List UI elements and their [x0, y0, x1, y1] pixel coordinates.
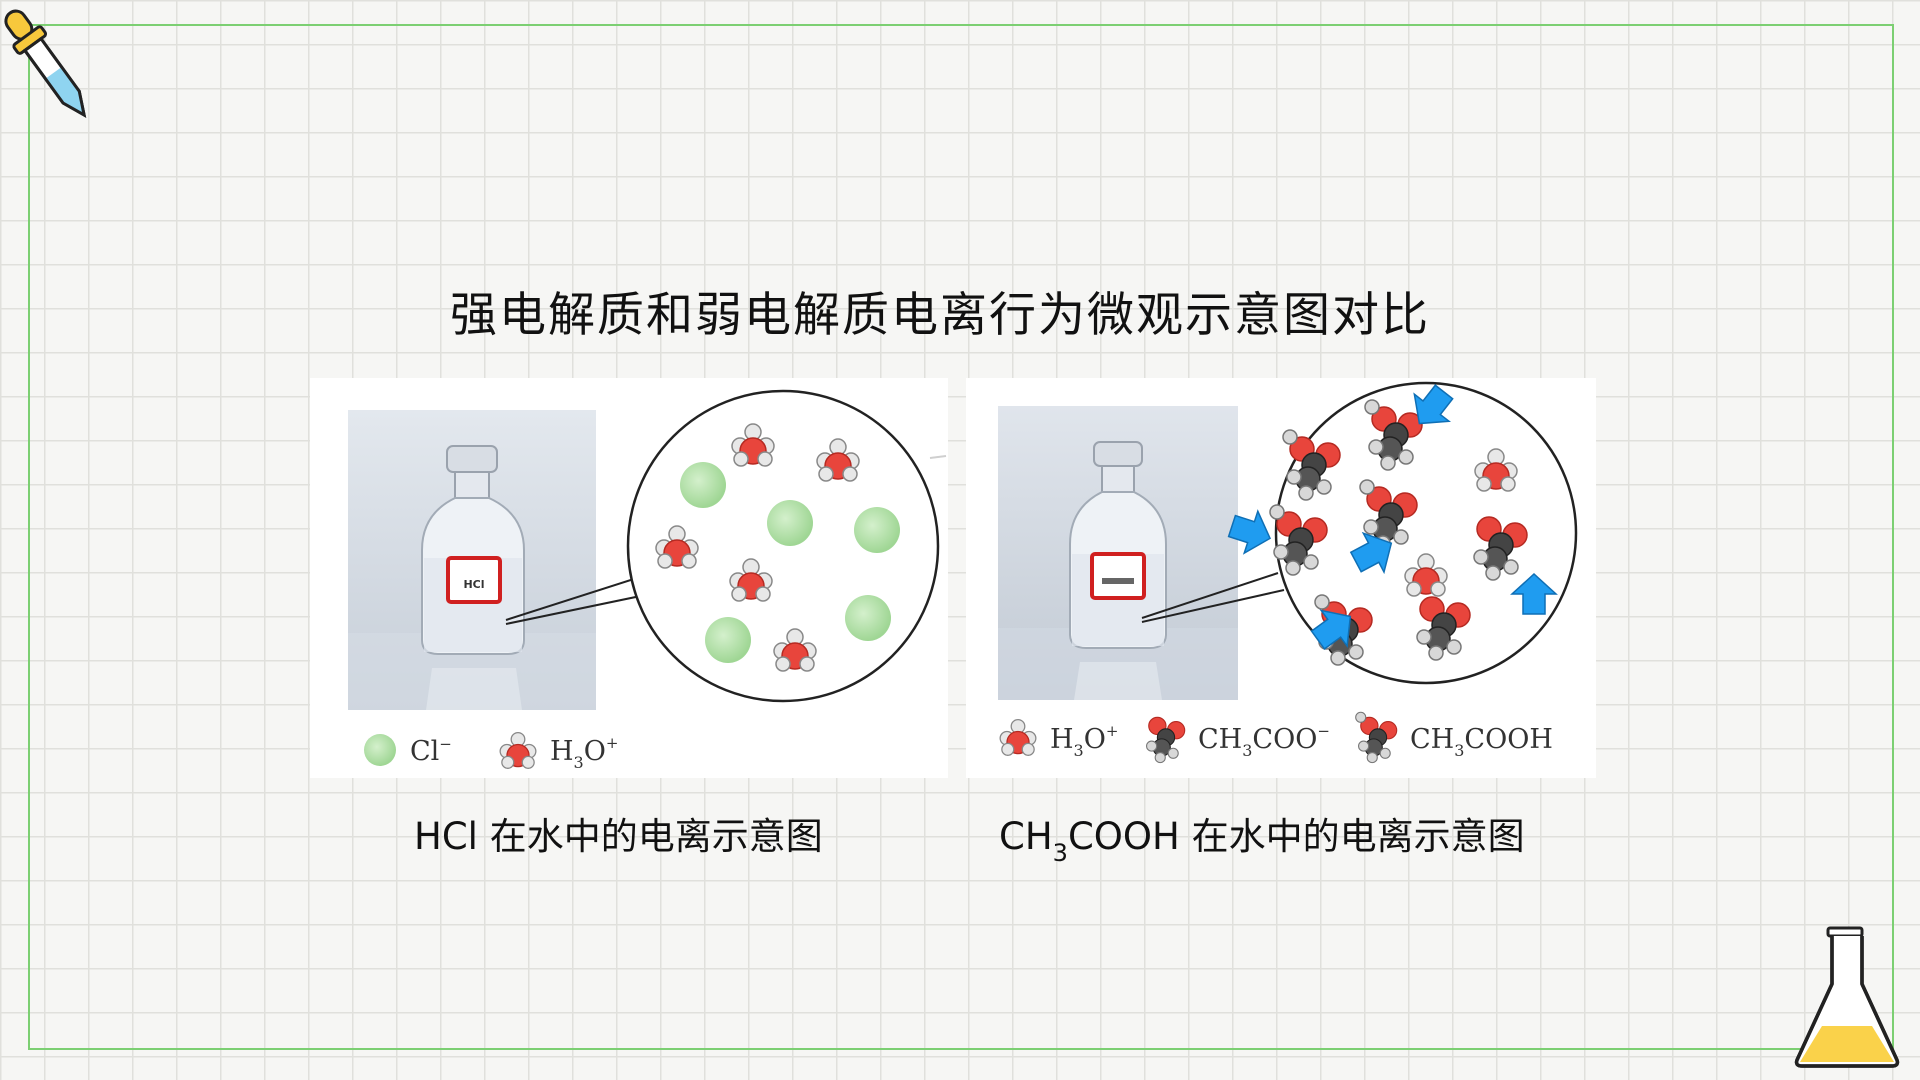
- acetic-acid-caption: CH3COOH 在水中的电离示意图: [999, 815, 1525, 867]
- hcl-diagram: HCl Cl− H3O+: [348, 389, 947, 772]
- legend-hydronium-label: H3O+: [550, 734, 618, 772]
- legend-hydronium-swatch: [499, 731, 537, 769]
- chloride-ions: [680, 462, 900, 663]
- page-title: 强电解质和弱电解质电离行为微观示意图对比: [450, 288, 1430, 343]
- acetic-acid-diagram: H3O+ CH3COO− CH3COOH: [998, 378, 1578, 764]
- hcl-bottle-label: HCl: [463, 578, 484, 591]
- acetic-acid-bottle-photo: [998, 406, 1238, 700]
- hcl-legend: Cl− H3O+: [364, 731, 618, 772]
- legend-chloride-swatch: [364, 734, 396, 766]
- page-frame: [28, 24, 1894, 1050]
- hcl-bottle-photo: HCl: [348, 410, 596, 710]
- legend-hydronium-label-right: H3O+: [1050, 722, 1118, 760]
- legend-acetate-label: CH3COO−: [1198, 722, 1330, 760]
- hcl-caption: HCl 在水中的电离示意图: [414, 815, 823, 858]
- flask-icon: [1794, 926, 1900, 1068]
- legend-acetic-acid-label: CH3COOH: [1410, 724, 1553, 760]
- legend-hydronium-swatch-right: [999, 718, 1037, 756]
- hcl-diagram-panel: HCl Cl− H3O+: [310, 378, 948, 778]
- acetic-acid-legend: H3O+ CH3COO− CH3COOH: [999, 711, 1553, 764]
- legend-acetate-swatch: [1146, 716, 1186, 764]
- acetic-acid-diagram-panel: H3O+ CH3COO− CH3COOH: [966, 378, 1596, 778]
- legend-acetic-acid-swatch: [1355, 711, 1398, 764]
- legend-chloride-label: Cl−: [410, 735, 452, 767]
- dropper-icon: [4, 9, 87, 118]
